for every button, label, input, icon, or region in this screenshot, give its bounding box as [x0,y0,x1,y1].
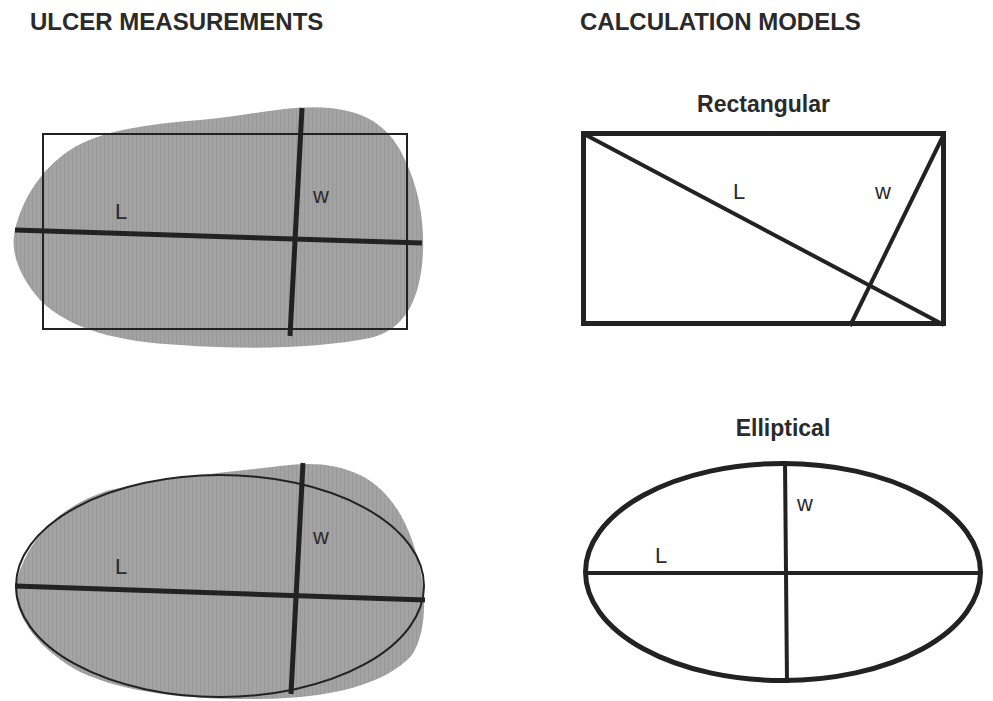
ellipse-outline [16,475,424,697]
ulcer-blob [15,464,424,699]
width-label: w [313,526,329,548]
width-label: w [797,493,813,515]
width-label: w [313,185,329,207]
model-heading: Rectangular [697,93,830,116]
width-line [850,134,944,326]
width-line [291,463,303,694]
length-label: L [115,201,127,223]
model-heading: Elliptical [736,417,831,440]
length-line [15,230,422,243]
ulcer-bounding-rect: Lw [42,133,408,330]
section-heading: CALCULATION MODELS [580,10,861,34]
length-line [585,571,981,575]
rectangular-model: RectangularLw [581,131,946,326]
elliptical-model: EllipticalLw [583,461,983,683]
ellipse-outline [15,474,425,698]
length-line [584,134,944,325]
width-label: w [875,181,891,203]
length-line [15,586,425,600]
width-line [785,461,787,683]
section-heading: ULCER MEASUREMENTS [30,10,323,34]
length-label: L [115,556,127,578]
ulcer-bounding-ellipse: Lw [15,474,425,698]
ellipse-outline [583,461,983,683]
length-label: L [655,545,667,567]
width-line [290,108,302,336]
length-label: L [733,181,745,203]
ellipse-outline [586,464,981,681]
ulcer-blob [14,107,424,347]
